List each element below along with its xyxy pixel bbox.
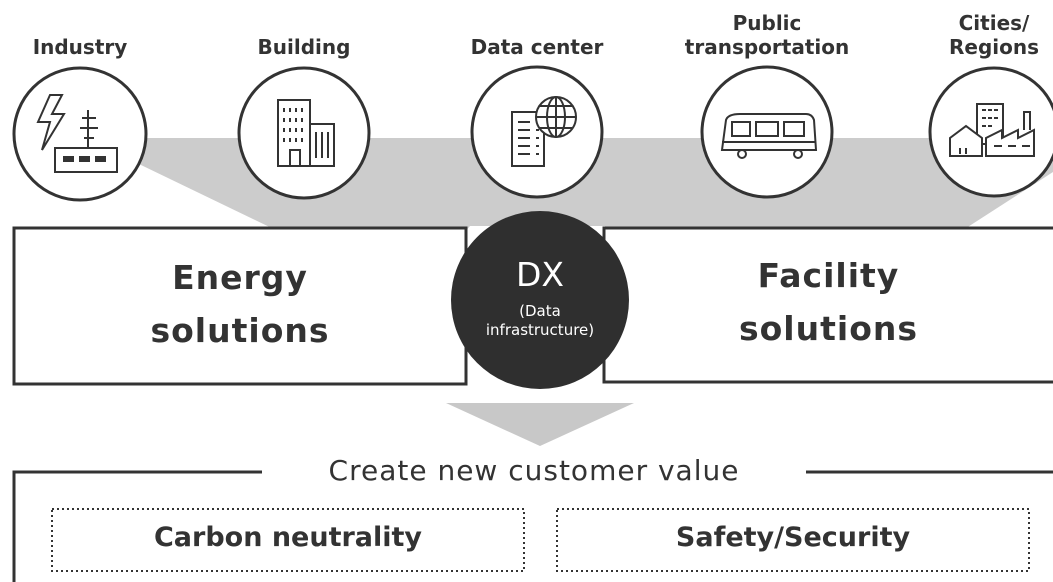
facility-line2: solutions	[738, 308, 918, 348]
sector-label-cities-line1: Cities/	[958, 11, 1030, 35]
sector-industry	[12, 66, 148, 202]
energy-line2: solutions	[150, 310, 330, 350]
sector-label-cities: Cities/ Regions	[904, 11, 1053, 59]
sector-label-transport: Public transportation	[677, 11, 857, 59]
carbon-neutrality-box	[51, 508, 525, 572]
city-houses-icon	[949, 103, 1035, 157]
energy-line1: Energy	[172, 258, 308, 297]
facility-solutions-box	[602, 226, 1053, 384]
sector-label-datacenter: Data center	[470, 35, 604, 59]
train-icon	[720, 113, 818, 159]
sector-label-cities-line2: Regions	[948, 35, 1040, 59]
sector-label-transport-line2: transportation	[684, 35, 850, 59]
customer-value-title: Create new customer value	[262, 454, 806, 487]
dx-sub-line1: (Data	[519, 302, 561, 320]
sector-label-industry: Industry	[32, 35, 128, 59]
sector-datacenter	[470, 65, 604, 199]
server-globe-icon	[511, 96, 577, 167]
safety-security-box	[556, 508, 1030, 572]
facility-solutions-title: Facility solutions	[604, 250, 1053, 356]
carbon-neutrality-label: Carbon neutrality	[153, 522, 423, 553]
sector-cities	[928, 66, 1053, 198]
down-arrow	[446, 403, 634, 446]
dx-subtitle: (Data infrastructure)	[451, 302, 629, 340]
customer-value-frame	[12, 470, 1053, 582]
facility-line1: Facility	[757, 256, 900, 295]
sector-label-building: Building	[257, 35, 351, 59]
dx-circle	[451, 211, 629, 389]
sector-label-transport-line1: Public	[732, 11, 802, 35]
dx-title: DX	[515, 255, 565, 294]
dx-sub-line2: infrastructure)	[485, 320, 595, 339]
sector-transport	[700, 65, 834, 199]
office-building-icon	[277, 99, 335, 167]
safety-security-label: Safety/Security	[675, 522, 911, 553]
energy-solutions-title: Energy solutions	[14, 252, 466, 358]
factory-power-icon	[36, 94, 118, 173]
sector-building	[237, 66, 371, 200]
